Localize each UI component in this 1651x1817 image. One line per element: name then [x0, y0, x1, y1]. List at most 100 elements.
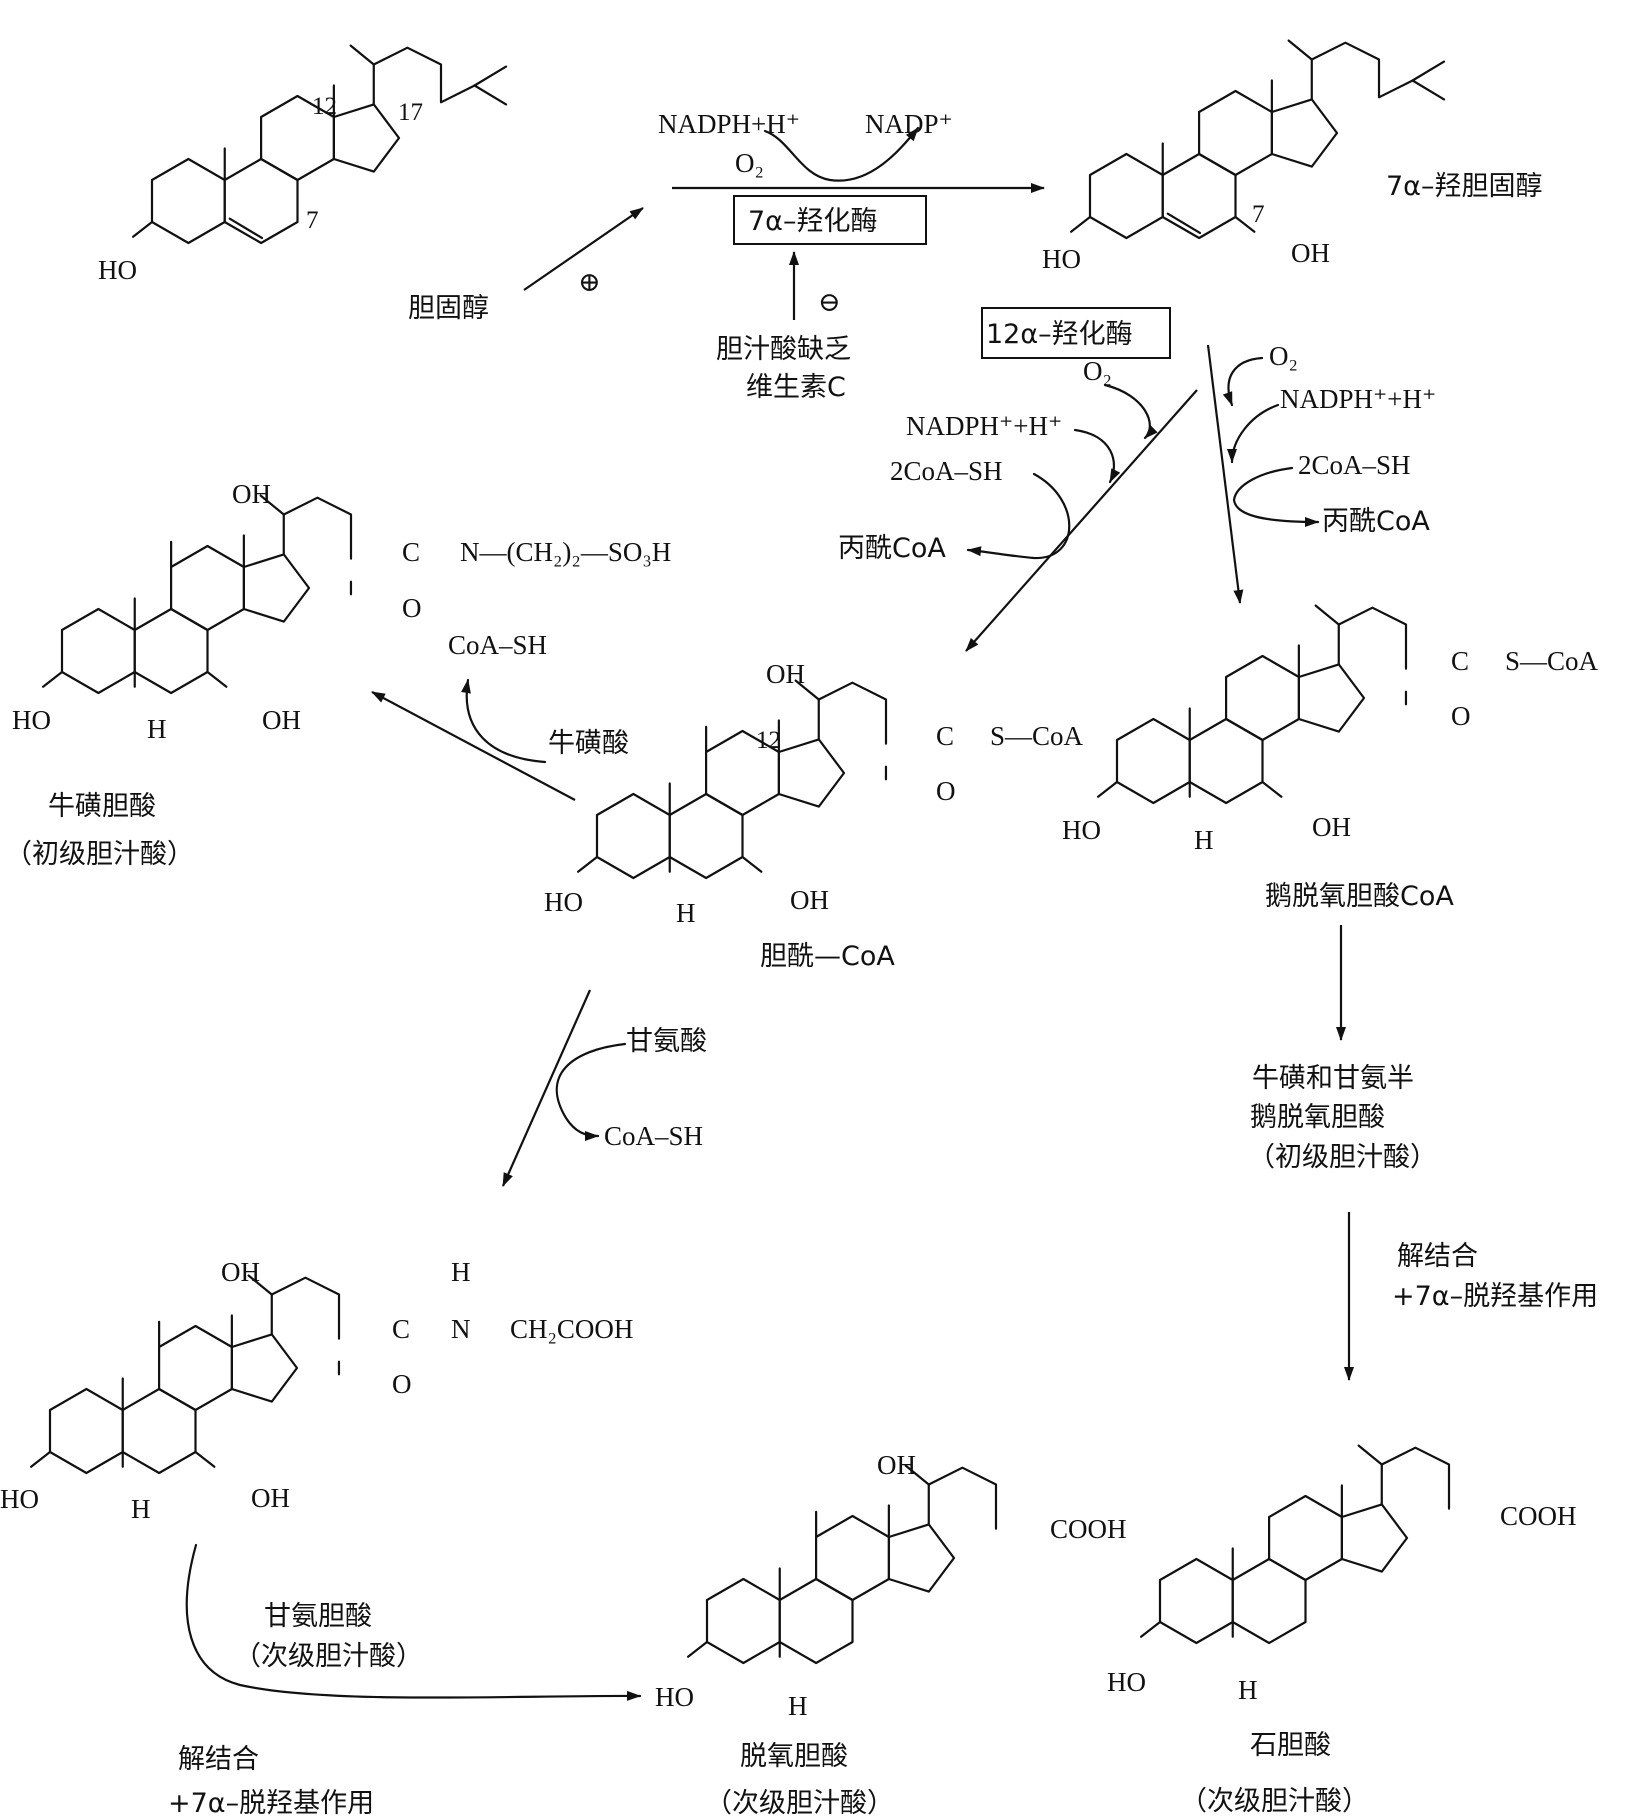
glycine-reagent: 甘氨酸 — [626, 1026, 707, 1057]
step1-reaction: ⊕ NADPH+H⁺ NADP⁺ O₂ 7α–羟化酶 ⊖ 胆汁酸缺乏 维生素C — [523, 109, 1045, 403]
glycocholic-c3-bond — [30, 1450, 52, 1468]
hydroxycholesterol-double-bond — [1166, 212, 1202, 235]
step2b-reaction: O₂ NADPH⁺+H⁺ 2CoA–SH 丙酰CoA — [1206, 341, 1436, 604]
cholylcoa-c12: 12 — [756, 727, 781, 754]
lithocholic-class: （次级胆汁酸） — [1180, 1786, 1369, 1817]
glycocholic-ring-c — [158, 1324, 233, 1412]
glycocholic-name: 甘氨胆酸 — [264, 1601, 372, 1632]
hydroxycholesterol-c7-bond — [1234, 215, 1256, 233]
cholesterol-c7-label: 7 — [306, 207, 319, 234]
step2b-coa-curve — [1232, 466, 1320, 527]
step2b-product: 丙酰CoA — [1322, 506, 1430, 537]
hydroxycholesterol-ring-a — [1088, 152, 1164, 240]
cholylcoa-carbonyl-o: O — [936, 776, 956, 806]
chenocoa-carbonyl-o: O — [1451, 701, 1471, 731]
left-deconjugation-arrow — [185, 1543, 642, 1701]
inhibitor-cause-2: 维生素C — [746, 372, 846, 403]
left-deconj-line1: 解结合 — [178, 1744, 259, 1775]
taurocholic-h5: H — [147, 714, 167, 744]
cholylcoa-ring-b — [668, 792, 744, 880]
deoxycholic-side-chain — [927, 1466, 998, 1530]
step2b-main-arrow — [1206, 344, 1244, 604]
step1-enzyme-name: 7α–羟化酶 — [748, 206, 877, 237]
cholesterol-double-bond — [228, 217, 264, 240]
hydroxycholesterol-side-chain — [1310, 41, 1414, 99]
step1-enzyme-box — [733, 195, 927, 245]
glycocholic-h5: H — [131, 1494, 151, 1524]
step2a-product: 丙酰CoA — [838, 533, 946, 564]
step2a-reaction: 12α–羟化酶 O₂ NADPH⁺+H⁺ 2CoA–SH 丙酰CoA — [838, 307, 1198, 652]
chenocoa-side-chain-c21 — [1314, 604, 1340, 626]
chenocoa-h5: H — [1194, 825, 1214, 855]
glycocholic-carbonyl-o: O — [392, 1369, 412, 1399]
cholesterol-side-chain-c21 — [349, 44, 375, 66]
chenocoa-name: 鹅脱氧胆酸CoA — [1265, 881, 1454, 912]
step2b-cofactor: NADPH⁺+H⁺ — [1280, 384, 1436, 414]
cholesterol-ring-a — [150, 157, 226, 245]
taurine-reagent: 牛磺酸 — [548, 728, 629, 759]
glycocholic-structure: OH HO OH H C O H N CH₂COOH 甘氨胆酸 （次级胆汁酸） — [0, 1257, 633, 1672]
glycocholic-ring-b — [121, 1387, 197, 1475]
hydroxycholesterol-side-chain-c26 — [1411, 60, 1446, 82]
lithocholic-c3-bond — [1139, 1620, 1162, 1638]
glycocholic-carbonyl-c: C — [392, 1314, 410, 1344]
taurocholic-carbonyl-o: O — [402, 593, 422, 623]
cholesterol-ring-d — [332, 103, 401, 173]
step1-o2: O₂ — [735, 148, 764, 178]
deoxycholic-name: 脱氧胆酸 — [740, 1741, 848, 1772]
nadph-cofactor-curve — [763, 126, 920, 182]
lithocholic-ho3: HO — [1107, 1667, 1146, 1697]
glycocholic-side-chain-c21 — [247, 1274, 273, 1296]
chenocoa-c3-bond — [1096, 780, 1119, 798]
activator-symbol: ⊕ — [578, 267, 601, 297]
glycocholic-n: N — [451, 1314, 471, 1344]
cholesterol-name: 胆固醇 — [408, 293, 489, 324]
right-deconjugation: 解结合 +7α–脱羟基作用 — [1344, 1212, 1598, 1381]
chenocoa-tail: S—CoA — [1505, 646, 1599, 676]
cholylcoa-ho3: HO — [544, 887, 583, 917]
taurocholic-ho3: HO — [12, 705, 51, 735]
lithocholic-ring-a — [1158, 1557, 1234, 1645]
cheno-conj-line1: 牛磺和甘氨半 — [1252, 1063, 1414, 1094]
cholesterol-side-chain-c26 — [473, 65, 508, 87]
deoxycholic-h5: H — [788, 1691, 808, 1721]
cholylcoa-side-chain — [817, 681, 888, 745]
hydroxycholesterol-ring-b — [1161, 152, 1237, 240]
cheno-conj-line2: 鹅脱氧胆酸 — [1250, 1102, 1385, 1133]
hydroxycholesterol-side-chain-c27 — [1411, 79, 1446, 101]
right-deconj-line2: +7α–脱羟基作用 — [1392, 1281, 1598, 1312]
taurocholic-carbonyl-c: C — [402, 537, 420, 567]
taurocholic-ring-c — [170, 544, 245, 632]
taurocholic-amide-chain: N—(CH₂)₂—SO₃H — [460, 537, 671, 567]
glycine-conjugation-arrow — [501, 989, 592, 1187]
cholylcoa-carbonyl-c: C — [936, 721, 954, 751]
chenocoa-oh7: OH — [1312, 812, 1351, 842]
cholylcoa-h5: H — [676, 898, 696, 928]
deoxycholic-oh12: OH — [877, 1450, 916, 1480]
step2a-coa: 2CoA–SH — [890, 456, 1003, 486]
glycine-conjugation: 甘氨酸 CoA–SH — [501, 989, 707, 1187]
cholylcoa-ring-a — [595, 792, 671, 880]
cholylcoa-oh7: OH — [790, 885, 829, 915]
lithocholic-ring-c — [1267, 1494, 1344, 1582]
glycocholic-ring-d — [230, 1333, 299, 1403]
step2a-main-arrow — [965, 389, 1198, 652]
taurocholic-side-chain-c21 — [259, 494, 285, 516]
cholesterol-c12-label: 12 — [312, 93, 337, 120]
hydroxycholesterol-ring-d — [1270, 98, 1339, 168]
taurocholic-c3-bond — [41, 670, 64, 688]
chenocoa-carbonyl-c: C — [1451, 646, 1469, 676]
cholesterol-c3-bond — [132, 220, 154, 238]
lithocholic-name: 石胆酸 — [1250, 1730, 1331, 1761]
taurocholic-structure: OH HO OH H C O N—(CH₂)₂—SO₃H 牛磺胆酸 （初级胆汁酸… — [5, 479, 671, 870]
glycocholic-side-chain — [270, 1276, 341, 1340]
taurocholic-side-chain — [282, 496, 353, 560]
hydroxycholesterol-oh-label: OH — [1291, 238, 1330, 268]
step2a-enzyme-name: 12α–羟化酶 — [986, 319, 1133, 350]
lithocholic-ring-d — [1340, 1503, 1409, 1573]
deoxycholic-cooh: COOH — [1050, 1514, 1127, 1544]
cholesterol-structure: HO 12 17 7 胆固醇 — [98, 93, 489, 324]
step2a-cofactor-curve — [1073, 428, 1121, 484]
